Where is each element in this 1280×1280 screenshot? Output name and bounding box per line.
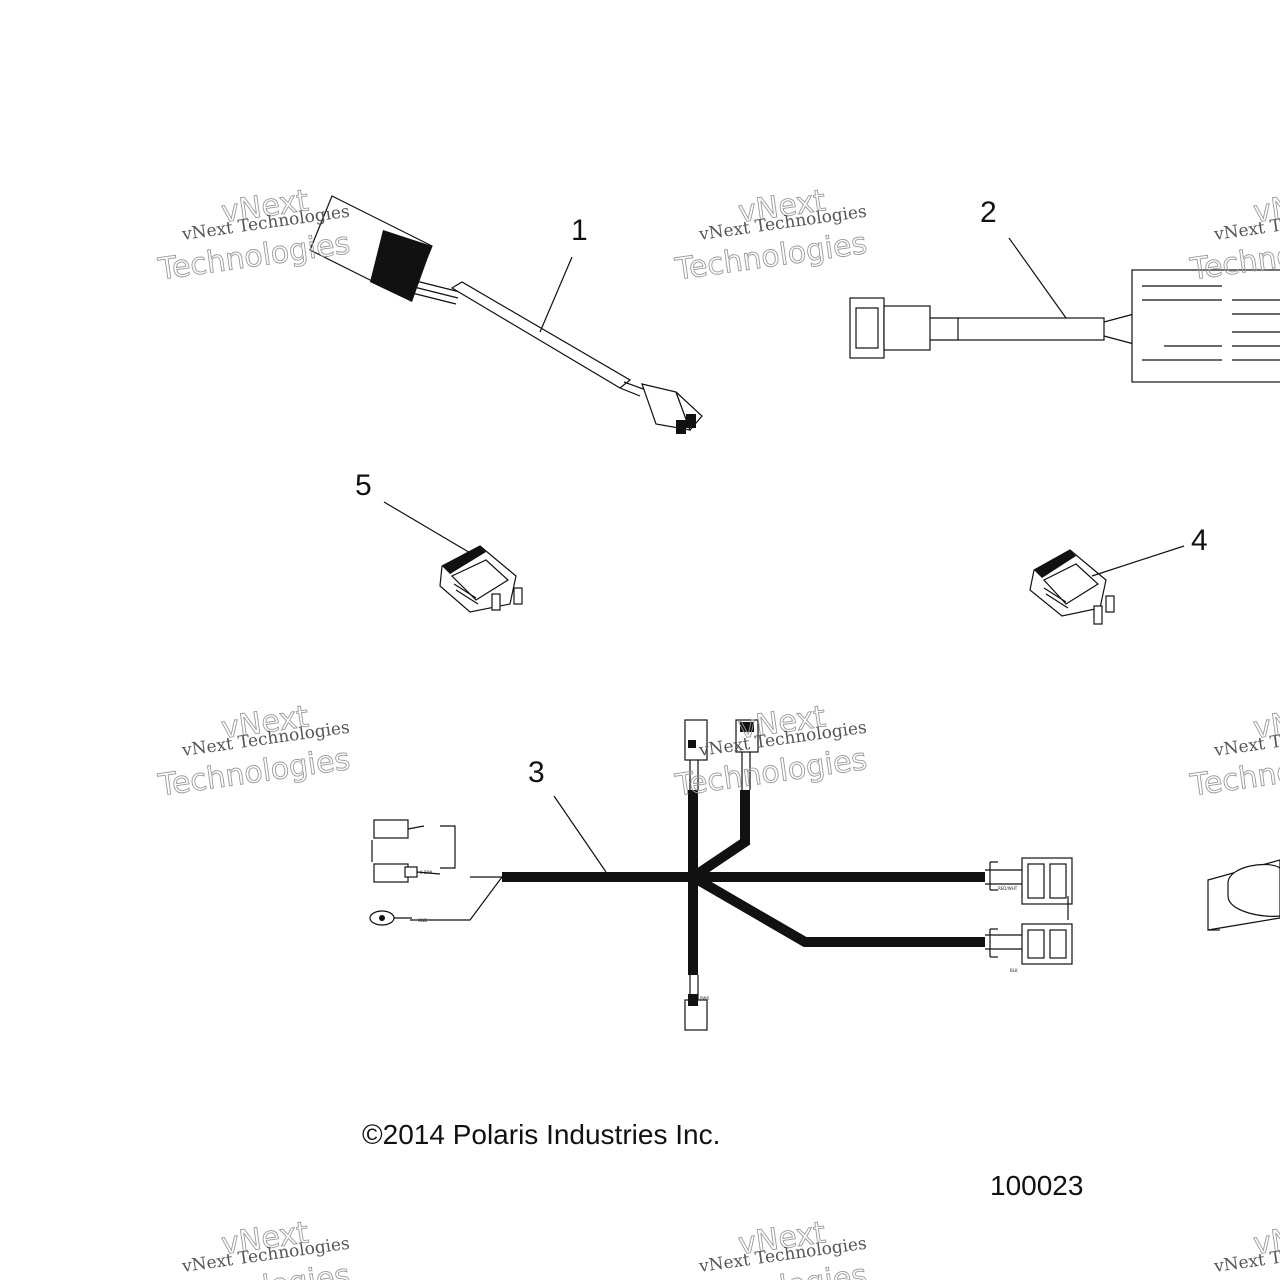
callout-2: 2 [980, 196, 997, 229]
part-4-rocker-switch [1029, 549, 1115, 625]
watermark-top-right: vNext vNext Technologies Technologies [1187, 183, 1280, 288]
partial-clip-bracket [1207, 859, 1280, 931]
part-5-rocker-switch [439, 545, 523, 613]
watermark-top-center: vNext vNext Technologies Technologies [672, 183, 870, 288]
watermark-mid-right: vNext vNext Technologies Technologies [1187, 699, 1280, 804]
watermark-top-left: vNext vNext Technologies Technologies [155, 183, 353, 288]
callout-1: 1 [571, 214, 588, 247]
watermark-mid-left: vNext vNext Technologies Technologies [155, 699, 353, 804]
svg-text:BLK: BLK [1010, 968, 1018, 973]
callout-5: 5 [355, 469, 372, 502]
svg-text:8 BRN: 8 BRN [420, 870, 432, 875]
watermark-bottom-right: vNext vNext Technologies Technologies [1187, 1215, 1280, 1280]
svg-text:GND: GND [418, 918, 427, 923]
part-1-adapter-harness [309, 195, 703, 434]
watermark-bottom-center: vNext vNext Technologies Technologies [672, 1215, 870, 1280]
svg-text:PWR: PWR [700, 996, 709, 1001]
document-number: 100023 [990, 1170, 1083, 1201]
callout-3: 3 [528, 756, 545, 789]
leader-lines [383, 237, 1185, 873]
part-2-heater-pad-harness [849, 269, 1280, 383]
part-3-main-harness: 8 BRN GND RED/WHT BLK PWR [369, 719, 1073, 1031]
callout-4: 4 [1191, 524, 1208, 557]
svg-text:RED/WHT: RED/WHT [998, 886, 1018, 891]
watermark-bottom-left: vNext vNext Technologies Technologies [155, 1215, 353, 1280]
copyright-text: ©2014 Polaris Industries Inc. [362, 1119, 720, 1150]
